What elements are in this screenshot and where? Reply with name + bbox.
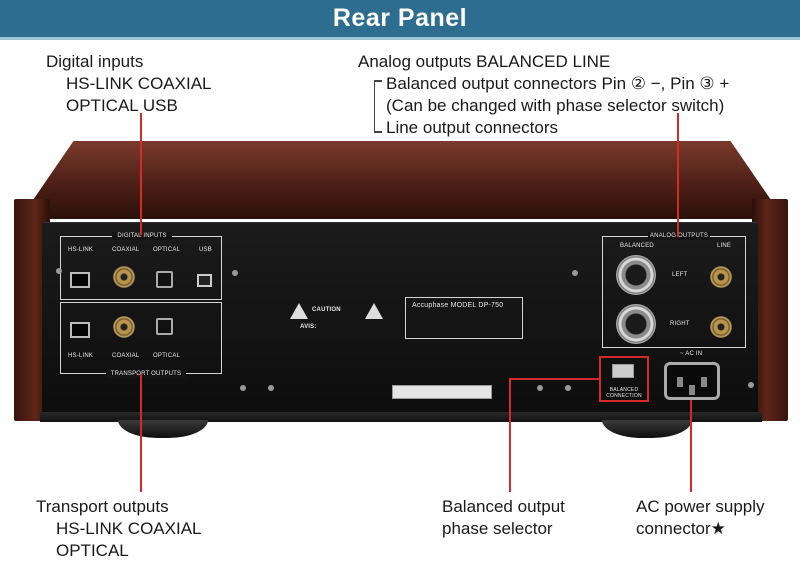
line-header: LINE xyxy=(717,243,732,249)
di-label-coaxial: COAXIAL xyxy=(112,247,140,253)
caution-label: CAUTION xyxy=(312,307,341,313)
di-label-usb: USB xyxy=(199,247,212,253)
screw xyxy=(748,382,754,388)
leader-analog-outputs xyxy=(677,113,679,237)
di-label-hslink: HS-LINK xyxy=(68,247,94,253)
xlr-right-output[interactable] xyxy=(616,304,656,344)
coaxial-output-jack[interactable] xyxy=(113,316,135,338)
to-label-hslink: HS-LINK xyxy=(68,353,94,359)
digital-inputs-line1: HS-LINK COAXIAL xyxy=(66,74,212,93)
analog-outputs-header: ANALOG OUTPUTS xyxy=(648,232,710,240)
bracket-tick-top xyxy=(374,80,382,82)
transport-outputs-header: TRANSPORT OUTPUTS xyxy=(106,370,186,378)
coaxial-input-jack[interactable] xyxy=(113,266,135,288)
screw xyxy=(56,268,62,274)
line-right-jack[interactable] xyxy=(710,316,732,338)
transport-outputs-title: Transport outputs xyxy=(36,497,169,516)
analog-outputs-title: Analog outputs BALANCED LINE xyxy=(358,52,611,71)
phase-selector-line1: Balanced output xyxy=(442,497,565,516)
balanced-connectors-label: Balanced output connectors Pin ② −, Pin … xyxy=(386,74,730,93)
cabinet-right-side xyxy=(752,199,788,421)
di-label-optical: OPTICAL xyxy=(153,247,181,253)
usb-input-port[interactable] xyxy=(197,274,212,287)
transport-outputs-line2: OPTICAL xyxy=(56,541,129,560)
transport-outputs-frame xyxy=(60,302,222,374)
caution-triangle-left xyxy=(290,303,308,319)
foot-left xyxy=(118,420,208,438)
hslink-input-port[interactable] xyxy=(70,272,90,288)
digital-inputs-line2: OPTICAL USB xyxy=(66,96,178,115)
ac-inlet[interactable] xyxy=(664,362,720,400)
analog-bracket xyxy=(374,80,375,132)
ac-power-line2: connector★ xyxy=(636,519,726,538)
phase-selector-switch[interactable] xyxy=(612,364,634,378)
serial-plate xyxy=(392,385,492,399)
leader-transport-outputs xyxy=(140,374,142,492)
bracket-tick-bottom xyxy=(374,131,382,133)
xlr-left-output[interactable] xyxy=(616,255,656,295)
digital-inputs-header: DIGITAL INPUTS xyxy=(112,232,172,240)
caution-triangle-right xyxy=(365,303,383,319)
page-title: Rear Panel xyxy=(332,4,468,32)
digital-inputs-title: Digital inputs xyxy=(46,52,144,71)
cabinet-top xyxy=(20,141,784,219)
avis-label: AVIS: xyxy=(300,324,317,330)
screw xyxy=(240,385,246,391)
hslink-output-port[interactable] xyxy=(70,322,90,338)
ac-in-label: ~ AC IN xyxy=(680,351,703,357)
right-label: RIGHT xyxy=(670,321,690,327)
phase-selector-line2: phase selector xyxy=(442,519,553,538)
leader-phase-selector-v xyxy=(509,378,511,492)
optical-input-port[interactable] xyxy=(156,271,173,288)
screw xyxy=(232,270,238,276)
line-left-jack[interactable] xyxy=(710,266,732,288)
line-connectors-label: Line output connectors xyxy=(386,118,559,137)
leader-phase-selector-h xyxy=(509,378,601,380)
screw xyxy=(268,385,274,391)
header-banner: Rear Panel xyxy=(0,0,800,40)
balanced-connection-label: BALANCED CONNECTION xyxy=(606,387,642,399)
chassis-bottom xyxy=(40,412,762,422)
screw xyxy=(537,385,543,391)
brand-model-text: Accuphase MODEL DP-750 xyxy=(412,302,504,309)
foot-right xyxy=(602,420,692,438)
optical-output-port[interactable] xyxy=(156,318,173,335)
leader-ac-power xyxy=(690,400,692,492)
ac-power-line1: AC power supply xyxy=(636,497,765,516)
balanced-header: BALANCED xyxy=(620,243,654,249)
balanced-note-label: (Can be changed with phase selector swit… xyxy=(386,96,725,115)
screw xyxy=(565,385,571,391)
leader-digital-inputs xyxy=(140,113,142,235)
transport-outputs-line1: HS-LINK COAXIAL xyxy=(56,519,202,538)
left-label: LEFT xyxy=(672,272,688,278)
screw xyxy=(572,270,578,276)
model-plate xyxy=(405,297,523,339)
to-label-optical: OPTICAL xyxy=(153,353,181,359)
to-label-coaxial: COAXIAL xyxy=(112,353,140,359)
